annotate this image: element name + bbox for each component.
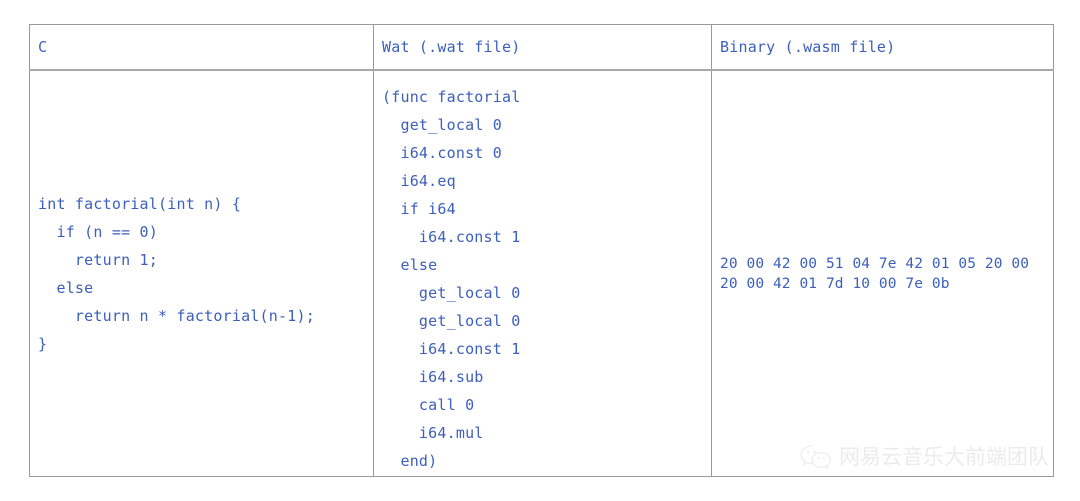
column-header-c: C [29,24,374,71]
c-source-code: int factorial(int n) { if (n == 0) retur… [38,194,315,353]
table-row: int factorial(int n) { if (n == 0) retur… [29,70,1054,477]
table-header-row: C Wat (.wat file) Binary (.wasm file) [29,24,1054,71]
column-header-binary-label: Binary (.wasm file) [720,38,896,56]
column-header-c-label: C [38,38,48,56]
column-header-wat-label: Wat (.wat file) [382,38,521,56]
table-header: C Wat (.wat file) Binary (.wasm file) [29,24,1054,71]
table-body: int factorial(int n) { if (n == 0) retur… [29,70,1054,477]
cell-binary-bytes: 20 00 42 00 51 04 7e 42 01 05 20 00 20 0… [711,70,1054,477]
wechat-icon [799,444,833,470]
wat-source-code: (func factorial get_local 0 i64.const 0 … [382,88,521,470]
watermark: 网易云音乐大前端团队 [799,444,1049,470]
column-header-binary: Binary (.wasm file) [711,24,1054,71]
column-header-wat: Wat (.wat file) [373,24,712,71]
wasm-comparison-table: C Wat (.wat file) Binary (.wasm file) in… [29,24,1054,477]
cell-wat-source: (func factorial get_local 0 i64.const 0 … [373,70,712,477]
wasm-hex-bytes: 20 00 42 00 51 04 7e 42 01 05 20 00 20 0… [720,255,1030,292]
watermark-text: 网易云音乐大前端团队 [839,444,1049,469]
cell-c-source: int factorial(int n) { if (n == 0) retur… [29,70,374,477]
